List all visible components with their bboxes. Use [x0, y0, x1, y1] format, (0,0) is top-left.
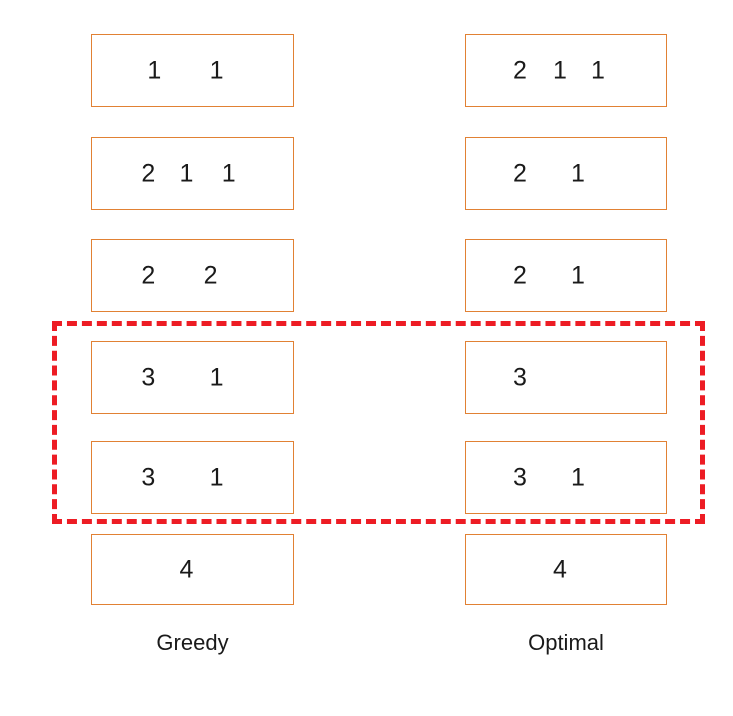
bin-optimal-6: 4: [465, 534, 667, 605]
column-caption-greedy: Greedy: [156, 630, 229, 655]
bin-item-value: 1: [179, 159, 194, 187]
bin-item-value: 2: [513, 159, 527, 187]
bin-item-value: 2: [513, 261, 527, 289]
bin-item-value: 4: [179, 555, 194, 583]
bin-item-value: 1: [571, 463, 585, 491]
bin-item-value: 3: [141, 463, 156, 491]
bin-item-value: 2: [141, 159, 156, 187]
bin-greedy-6: 4: [91, 534, 294, 605]
bin-item-value: 1: [591, 56, 605, 84]
bin-item-value: 2: [203, 261, 218, 289]
bin-item-value: 1: [221, 159, 236, 187]
bin-item-value: 1: [209, 56, 224, 84]
bin-item-value: 4: [553, 555, 567, 583]
bin-optimal-4: 3: [465, 341, 667, 414]
bin-optimal-4-items: 3: [466, 342, 666, 413]
bin-item-value: 3: [513, 463, 527, 491]
bin-item-value: 1: [209, 363, 224, 391]
bin-optimal-6-items: 4: [466, 535, 666, 604]
bin-item-value: 1: [209, 463, 224, 491]
bin-item-value: 2: [513, 56, 527, 84]
bin-item-value: 1: [553, 56, 567, 84]
column-caption-optimal: Optimal: [528, 630, 604, 655]
bin-greedy-6-items: 4: [92, 535, 293, 604]
bin-item-value: 2: [141, 261, 156, 289]
bin-item-value: 1: [147, 56, 162, 84]
bin-item-value: 1: [571, 159, 585, 187]
bin-item-value: 3: [141, 363, 156, 391]
bin-item-value: 3: [513, 363, 527, 391]
bin-item-value: 1: [571, 261, 585, 289]
